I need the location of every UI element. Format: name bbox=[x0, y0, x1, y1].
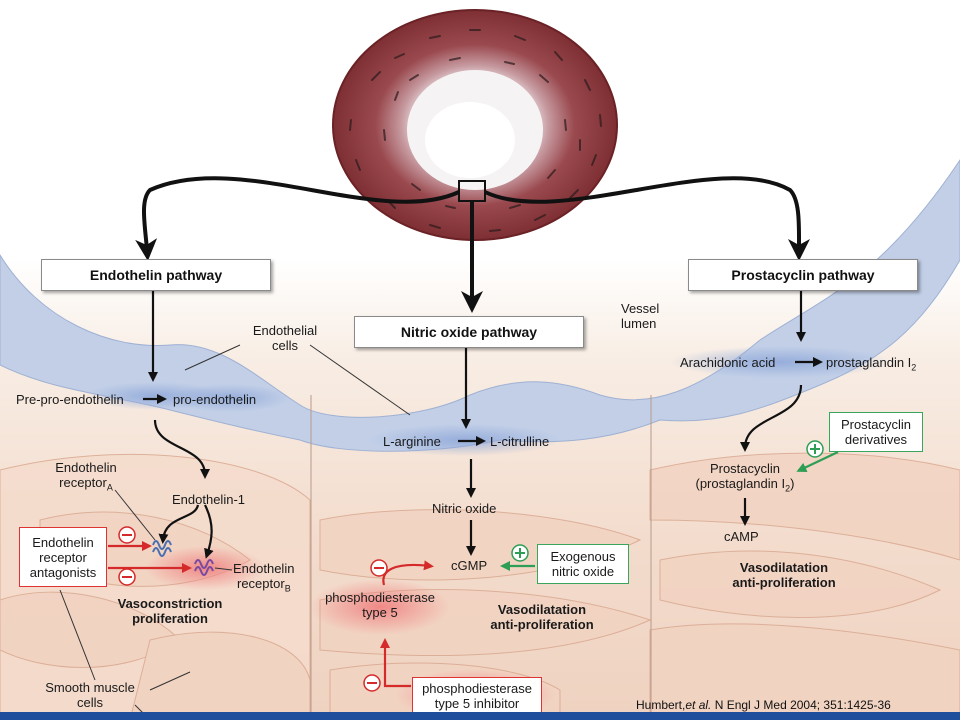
citation: Humbert,et al. N Engl J Med 2004; 351:14… bbox=[636, 698, 891, 712]
pde5-glow bbox=[310, 579, 450, 635]
pro-endothelin-label: pro-endothelin bbox=[173, 392, 257, 407]
prostaglandin-i2-label: prostaglandin I2 bbox=[826, 355, 917, 373]
receptor-b-icon bbox=[194, 559, 214, 576]
l-arginine-label: L-arginine bbox=[383, 434, 441, 449]
nitric-oxide-arrows bbox=[458, 347, 486, 556]
endothelin-pathway-box: Endothelin pathway bbox=[41, 259, 271, 291]
slide-bottom-bar bbox=[0, 712, 960, 720]
l-citrulline-label: L-citrulline bbox=[490, 434, 550, 449]
cgmp-label: cGMP bbox=[451, 558, 488, 573]
prostacyclin-label: Prostacyclin(prostaglandin I2) bbox=[695, 461, 795, 494]
exogenous-no-arrow bbox=[500, 544, 535, 571]
endothelium-layer bbox=[0, 159, 960, 456]
receptor-a-icon bbox=[152, 540, 172, 557]
arachidonic-acid-label: Arachidonic acid bbox=[680, 355, 776, 370]
prostacyclin-derivative-arrow bbox=[796, 440, 839, 472]
era-inhibition-arrows bbox=[108, 541, 192, 573]
endothelin-1-label: Endothelin-1 bbox=[172, 492, 245, 507]
prostacyclin-pathway-box: Prostacyclin pathway bbox=[688, 259, 918, 291]
pre-pro-endothelin-label: Pre-pro-endothelin bbox=[16, 392, 124, 407]
vessel-cross-section-image bbox=[332, 9, 618, 241]
nitric-oxide-pathway-box: Nitric oxide pathway bbox=[354, 316, 584, 348]
minus-signs-pde5 bbox=[363, 559, 388, 692]
nitric-oxide-pathway-title: Nitric oxide pathway bbox=[400, 324, 538, 340]
nitric-oxide-label: Nitric oxide bbox=[432, 501, 497, 516]
endothelin-pathway-title: Endothelin pathway bbox=[89, 267, 223, 283]
prostacyclin-pathway-title: Prostacyclin pathway bbox=[731, 267, 875, 283]
pde5-inhibition-arrows bbox=[380, 560, 434, 688]
camp-label: cAMP bbox=[724, 529, 759, 544]
endothelin-arrows bbox=[143, 290, 214, 559]
prostacyclin-arrows bbox=[740, 290, 823, 526]
minus-signs-era bbox=[118, 526, 136, 586]
main-pathway-arrows bbox=[135, 176, 811, 313]
